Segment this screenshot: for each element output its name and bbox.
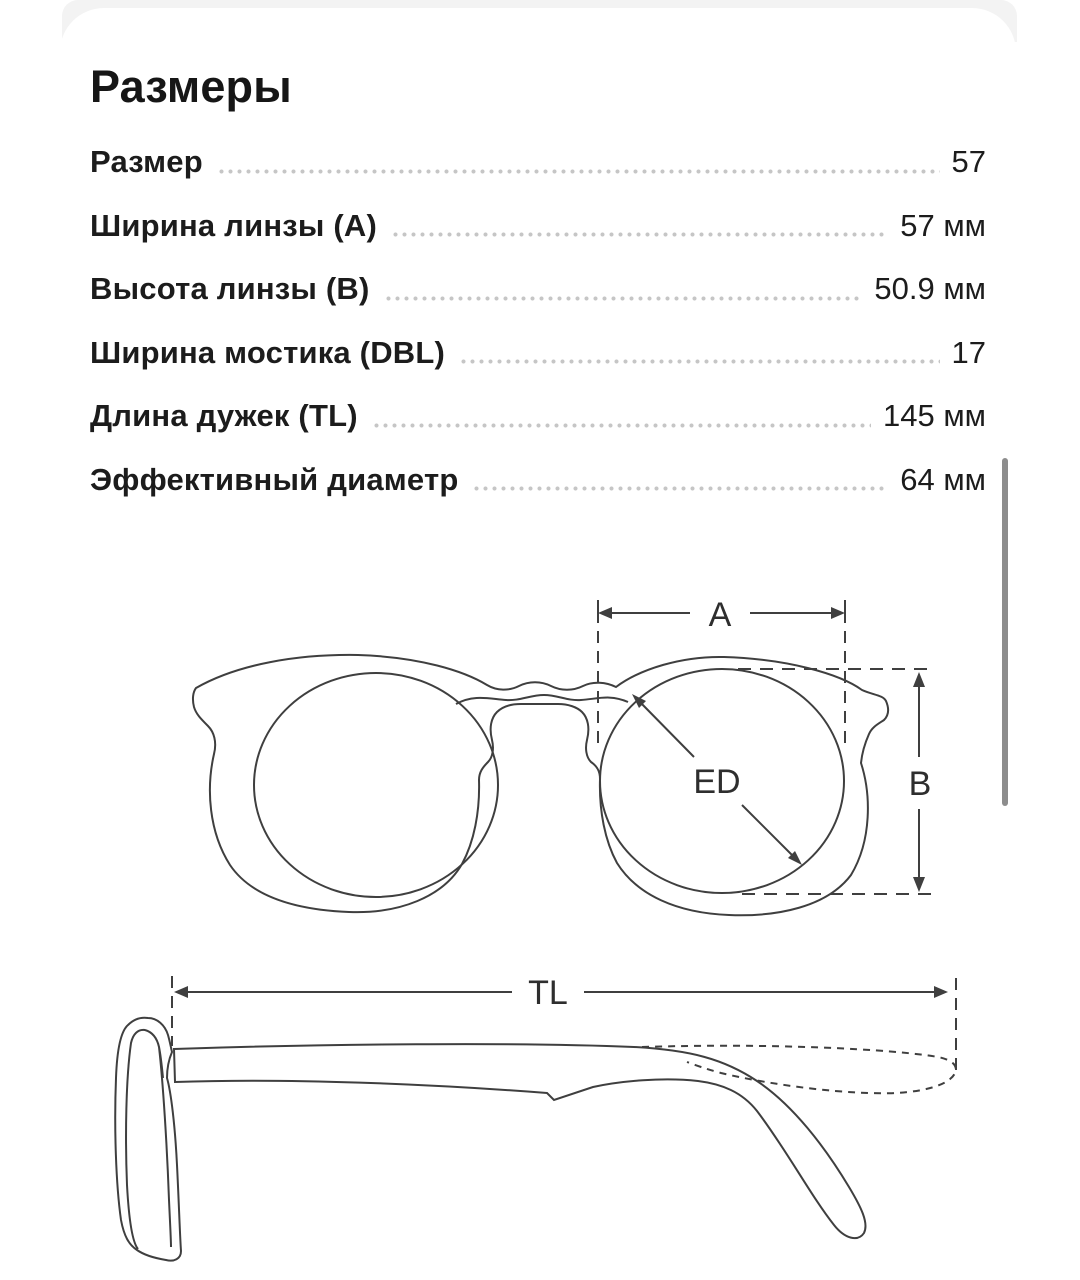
dotted-leader <box>472 486 889 492</box>
spec-label: Ширина линзы (A) <box>90 207 377 243</box>
dotted-leader <box>371 422 872 428</box>
spec-list: Размер 57 Ширина линзы (A) 57 мм Высота … <box>90 131 986 512</box>
dotted-leader <box>383 295 863 301</box>
spec-row-lens-height: Высота линзы (B) 50.9 мм <box>90 258 986 322</box>
spec-row-effective-diameter: Эффективный диаметр 64 мм <box>90 448 986 512</box>
spec-value: 57 <box>951 144 986 180</box>
spec-value: 57 мм <box>900 207 986 243</box>
spec-row-temple-length: Длина дужек (TL) 145 мм <box>90 385 986 449</box>
spec-value: 64 мм <box>900 461 986 497</box>
page-title: Размеры <box>90 61 292 112</box>
spec-row-lens-width: Ширина линзы (A) 57 мм <box>90 194 986 258</box>
dotted-leader <box>459 359 940 365</box>
spec-label: Размер <box>90 144 203 180</box>
spec-value: 50.9 мм <box>874 271 986 307</box>
spec-value: 145 мм <box>883 398 986 434</box>
sizes-sheet: Размеры Размер 57 Ширина линзы (A) 57 мм… <box>60 8 1016 1280</box>
spec-row-size: Размер 57 <box>90 131 986 195</box>
spec-value: 17 <box>951 334 986 370</box>
spec-row-bridge-width: Ширина мостика (DBL) 17 <box>90 321 986 385</box>
spec-label: Длина дужек (TL) <box>90 398 358 434</box>
dotted-leader <box>390 232 889 238</box>
spec-label: Эффективный диаметр <box>90 461 459 497</box>
scrollbar-thumb[interactable] <box>1002 458 1008 806</box>
spec-label: Ширина мостика (DBL) <box>90 334 446 370</box>
spec-label: Высота линзы (B) <box>90 271 370 307</box>
dotted-leader <box>216 168 940 174</box>
